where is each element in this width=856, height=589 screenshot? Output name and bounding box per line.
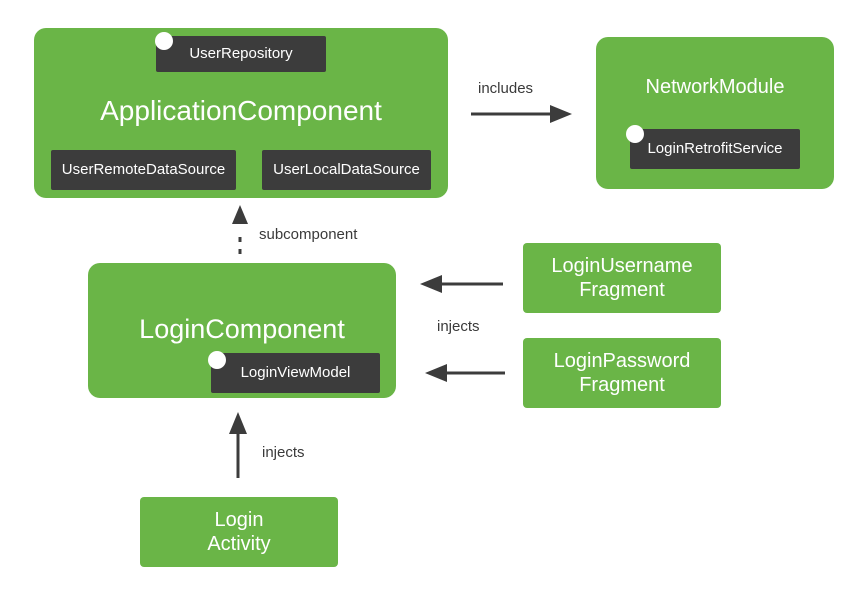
login-retrofit-service-chip: LoginRetrofitService	[630, 129, 800, 169]
login-activity-line1: Login	[214, 509, 264, 531]
network-module-node: NetworkModule LoginRetrofitService	[596, 37, 834, 189]
binding-dot	[155, 32, 173, 50]
binding-dot	[626, 125, 644, 143]
injects-activity-label: injects	[262, 444, 305, 461]
user-local-data-source-chip: UserLocalDataSource	[262, 150, 431, 190]
application-component-title: ApplicationComponent	[100, 95, 382, 126]
login-view-model-chip: LoginViewModel	[211, 353, 380, 393]
user-repository-chip: UserRepository	[156, 36, 326, 72]
login-component-node: LoginComponent LoginViewModel	[88, 263, 396, 398]
login-username-fragment-line2: Fragment	[579, 279, 665, 301]
login-password-fragment-node: LoginPassword Fragment	[523, 338, 721, 408]
network-module-title: NetworkModule	[645, 76, 785, 98]
login-password-fragment-line1: LoginPassword	[553, 350, 691, 372]
binding-dot	[208, 351, 226, 369]
subcomponent-arrow	[232, 205, 248, 254]
user-remote-data-source-chip: UserRemoteDataSource	[51, 150, 236, 190]
injects-arrow-password	[425, 364, 505, 382]
subcomponent-label: subcomponent	[259, 226, 358, 243]
login-activity-node: Login Activity	[140, 497, 338, 567]
includes-label: includes	[478, 80, 534, 97]
login-password-fragment-line2: Fragment	[579, 374, 665, 396]
login-component-title: LoginComponent	[139, 314, 345, 344]
login-username-fragment-line1: LoginUsername	[551, 255, 693, 277]
login-activity-line2: Activity	[207, 533, 271, 555]
injects-arrow-username	[420, 275, 503, 293]
injects-arrow-activity	[229, 412, 247, 478]
application-component-node: UserRepository ApplicationComponent User…	[34, 28, 448, 198]
login-username-fragment-node: LoginUsername Fragment	[523, 243, 721, 313]
injects-fragments-label: injects	[437, 318, 480, 335]
includes-arrow	[471, 105, 572, 123]
